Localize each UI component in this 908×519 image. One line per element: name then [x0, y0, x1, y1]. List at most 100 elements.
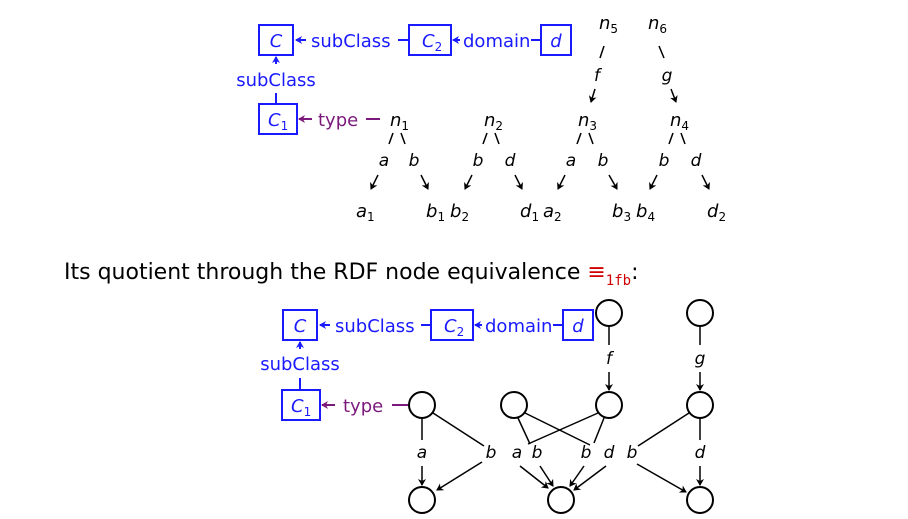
q-edge-label-mid-b: b [532, 443, 543, 463]
q-edge-n2-b-top [517, 417, 531, 445]
q-edge-n3-b-top [593, 417, 605, 444]
q-edge-label-type: type [343, 396, 383, 417]
edge-n4-d-arrow [701, 174, 710, 190]
edge-label-n4-b: b [659, 151, 670, 171]
class-label-C1: C1 [268, 110, 288, 133]
edge-label-f: f [594, 66, 603, 86]
edge-n5-f-top [599, 45, 605, 59]
quotient-caption: Its quotient through the RDF node equiva… [64, 260, 639, 289]
q-edge-label-mid-d: d [604, 443, 615, 463]
edge-n2-b-top [482, 132, 488, 145]
q-edge-b-to-mid [539, 465, 554, 487]
q-node-bottom-right [686, 486, 714, 514]
q-edge-b-to-right [636, 463, 687, 493]
q-edge-d-to-mid [573, 465, 607, 491]
top-graph: C C2 d C1 subClass domain subClass type … [236, 13, 726, 224]
q-edge-label-right-b: b [627, 443, 638, 463]
edge-label-n1-a: a [379, 151, 389, 171]
q-edge-a-to-mid [519, 465, 549, 489]
leaf-b4: b4 [636, 201, 655, 224]
q-class-label-d: d [572, 316, 584, 337]
edge-n2-d-arrow [514, 174, 523, 190]
q-edge-n4-b-top [637, 412, 690, 447]
q-edge-label-mid-b2: b [581, 443, 592, 463]
q-edge-label-subclass-v: subClass [260, 354, 340, 375]
q-node-n4 [686, 391, 714, 419]
edge-n5-f-arrow [588, 88, 597, 103]
leaf-b3: b3 [612, 201, 631, 224]
q-edge-n2-a-top [524, 412, 591, 446]
edge-n1-a-arrow [370, 174, 379, 190]
class-box-C1 [258, 103, 298, 135]
q-edge-label-n1-a: a [417, 443, 427, 463]
node-n3: n3 [578, 110, 597, 133]
node-n5: n5 [599, 13, 618, 36]
q-node-n6 [686, 299, 714, 327]
edge-label-n2-b: b [473, 151, 484, 171]
edge-n1-a-top [388, 132, 394, 145]
edge-n3-a-top [576, 132, 582, 145]
q-node-n2 [500, 391, 528, 419]
edge-n4-b-arrow [649, 174, 658, 190]
leaf-b1: b1 [426, 201, 445, 224]
class-label-C: C [270, 31, 283, 52]
class-label-d: d [550, 31, 562, 52]
edge-label-subclass-v: subClass [236, 70, 316, 91]
node-n6: n6 [648, 13, 667, 36]
class-box-C [258, 24, 294, 56]
node-n4: n4 [670, 110, 689, 133]
q-node-n3 [595, 391, 623, 419]
leaf-a2: a2 [543, 201, 562, 224]
q-class-label-C1: C1 [291, 396, 311, 419]
edge-label-g: g [662, 66, 673, 86]
leaf-b2: b2 [450, 201, 469, 224]
node-n1: n1 [390, 110, 409, 133]
edge-n3-a-arrow [557, 174, 566, 190]
equivalence-symbol: ≡ [587, 260, 605, 285]
q-edge-label-n1-b: b [486, 443, 497, 463]
q-edge-label-f: f [606, 349, 615, 369]
edge-n2-d-top [494, 132, 500, 145]
q-node-n5 [595, 299, 623, 327]
edge-label-n4-d: d [691, 151, 702, 171]
leaf-d2: d2 [707, 201, 726, 224]
q-node-bottom-left [408, 486, 436, 514]
q-edge-n1-b-top [432, 412, 485, 447]
edge-n6-g-top [658, 45, 665, 59]
edge-label-type: type [318, 110, 358, 131]
edge-label-n1-b: b [409, 151, 420, 171]
edge-n4-b-top [668, 132, 674, 145]
edge-label-n3-a: a [566, 151, 576, 171]
edge-n1-b-top [400, 132, 406, 145]
edge-n3-b-arrow [608, 174, 618, 190]
edge-n4-d-top [680, 132, 686, 145]
edge-label-domain: domain [463, 31, 530, 52]
q-node-n1 [408, 391, 436, 419]
q-edge-label-right-d: d [695, 443, 706, 463]
q-edge-label-g: g [695, 349, 706, 369]
q-class-label-C2: C2 [444, 316, 464, 339]
edge-label-n2-d: d [505, 151, 516, 171]
q-node-bottom-mid [547, 486, 575, 514]
edge-label-subclass-h: subClass [311, 31, 391, 52]
equivalence-subscript: 1fb [606, 273, 631, 289]
leaf-a1: a1 [356, 201, 375, 224]
edge-n2-b-arrow [464, 174, 473, 190]
q-edge-label-domain: domain [485, 316, 552, 337]
edge-n3-b-top [588, 132, 594, 145]
q-class-label-C: C [294, 316, 307, 337]
node-n2: n2 [484, 110, 503, 133]
class-label-C2: C2 [422, 31, 442, 54]
edge-label-n3-b: b [598, 151, 609, 171]
q-edge-b2-to-mid [569, 465, 585, 487]
q-class-box-C [282, 309, 318, 341]
edge-n1-b-arrow [420, 174, 429, 190]
q-edge-label-mid-a: a [512, 443, 522, 463]
q-edge-b-to-left [436, 461, 483, 491]
edge-n6-g-arrow [670, 88, 678, 103]
q-edge-n3-a-top [527, 412, 599, 445]
q-edge-label-subclass-h: subClass [335, 316, 415, 337]
leaf-d1: d1 [520, 201, 539, 224]
bottom-graph: C C2 d C1 subClass domain subClass type [260, 299, 714, 514]
